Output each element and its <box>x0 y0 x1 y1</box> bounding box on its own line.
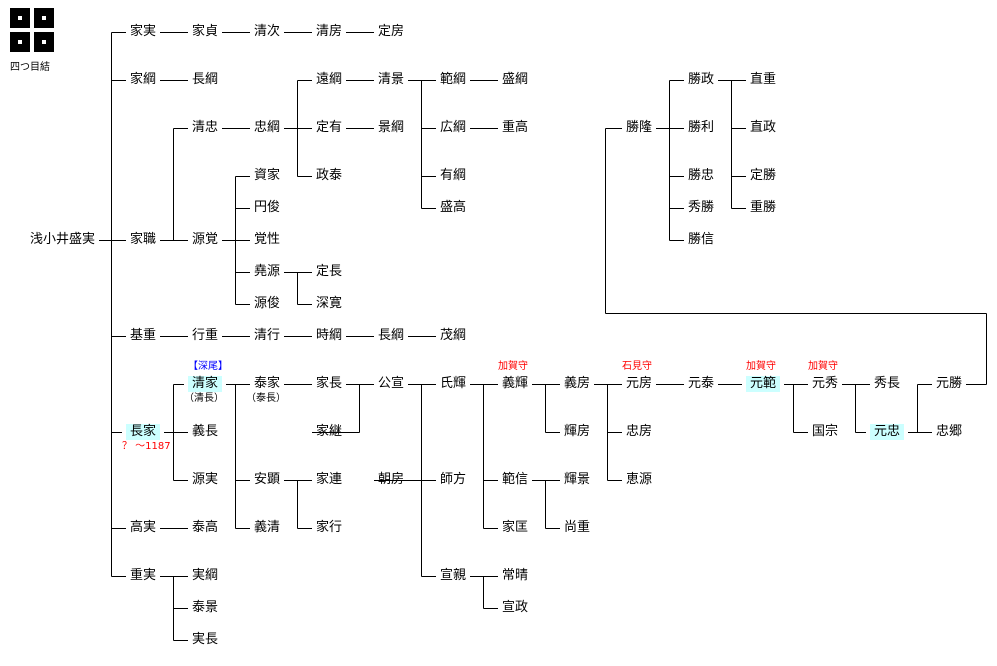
person-node[interactable]: 国宗 <box>812 424 839 439</box>
person-node[interactable]: 尚重 <box>564 520 591 535</box>
person-node[interactable]: 堯源 <box>254 264 281 279</box>
person-node[interactable]: 家行 <box>316 520 343 535</box>
crest-icon <box>10 8 54 52</box>
person-node[interactable]: 高実 <box>130 520 157 535</box>
person-node[interactable]: 朝房 <box>378 472 405 487</box>
person-node[interactable]: 勝利 <box>688 120 715 135</box>
person-node[interactable]: 有綱 <box>440 168 467 183</box>
person-node[interactable]: 源俊 <box>254 296 281 311</box>
person-node[interactable]: 基重 <box>130 328 157 343</box>
person-node[interactable]: 家連 <box>316 472 343 487</box>
person-node[interactable]: 範信 <box>502 472 529 487</box>
person-node[interactable]: 安顕 <box>254 472 281 487</box>
person-node[interactable]: 家実 <box>130 24 157 39</box>
title-annotation: 石見守 <box>622 361 652 372</box>
person-node[interactable]: 盛綱 <box>502 72 529 87</box>
person-node[interactable]: 長綱 <box>378 328 405 343</box>
person-node[interactable]: 定有 <box>316 120 343 135</box>
person-node[interactable]: 定勝 <box>750 168 777 183</box>
person-node[interactable]: 泰景 <box>192 600 219 615</box>
person-node[interactable]: 常晴 <box>502 568 529 583</box>
person-node[interactable]: 政泰 <box>316 168 343 183</box>
person-node[interactable]: 義長 <box>192 424 219 439</box>
person-node[interactable]: 泰高 <box>192 520 219 535</box>
person-node[interactable]: 清行 <box>254 328 281 343</box>
person-node[interactable]: 泰家 <box>254 376 281 391</box>
person-node[interactable]: 忠郷 <box>936 424 963 439</box>
name-annotation: ？ ～1187 <box>122 441 171 452</box>
person-node[interactable]: 師方 <box>440 472 467 487</box>
name-annotation: （清長） <box>184 393 224 404</box>
person-node[interactable]: 円俊 <box>254 200 281 215</box>
person-node[interactable]: 茂綱 <box>440 328 467 343</box>
person-node[interactable]: 家匡 <box>502 520 529 535</box>
person-node[interactable]: 忠房 <box>626 424 653 439</box>
person-node[interactable]: 清次 <box>254 24 281 39</box>
person-node[interactable]: 元房 <box>626 376 653 391</box>
person-node[interactable]: 家貞 <box>192 24 219 39</box>
person-node[interactable]: 公宣 <box>378 376 405 391</box>
person-node[interactable]: 輝景 <box>564 472 591 487</box>
person-node[interactable]: 覚性 <box>254 232 281 247</box>
person-node[interactable]: 義輝 <box>502 376 529 391</box>
person-node[interactable]: 景綱 <box>378 120 405 135</box>
person-node[interactable]: 秀勝 <box>688 200 715 215</box>
person-node[interactable]: 清忠 <box>192 120 219 135</box>
person-node[interactable]: 浅小井盛実 <box>30 232 96 247</box>
person-node[interactable]: 清景 <box>378 72 405 87</box>
person-node[interactable]: 行重 <box>192 328 219 343</box>
person-node[interactable]: 氏輝 <box>440 376 467 391</box>
person-node[interactable]: 重高 <box>502 120 529 135</box>
person-node[interactable]: 輝房 <box>564 424 591 439</box>
person-node[interactable]: 直政 <box>750 120 777 135</box>
person-node[interactable]: 時綱 <box>316 328 343 343</box>
person-node[interactable]: 清家 <box>188 376 223 392</box>
person-node[interactable]: 定房 <box>378 24 405 39</box>
person-node[interactable]: 実長 <box>192 632 219 647</box>
person-node[interactable]: 源実 <box>192 472 219 487</box>
person-node[interactable]: 家長 <box>316 376 343 391</box>
person-node[interactable]: 元泰 <box>688 376 715 391</box>
person-node[interactable]: 清房 <box>316 24 343 39</box>
person-node[interactable]: 恵源 <box>626 472 653 487</box>
crest-label: 四つ目結 <box>10 62 50 73</box>
person-node[interactable]: 長綱 <box>192 72 219 87</box>
person-node[interactable]: 家職 <box>130 232 157 247</box>
person-node[interactable]: 勝隆 <box>626 120 653 135</box>
title-annotation: 【深尾】 <box>188 361 228 372</box>
person-node[interactable]: 広綱 <box>440 120 467 135</box>
person-node[interactable]: 範綱 <box>440 72 467 87</box>
person-node[interactable]: 盛高 <box>440 200 467 215</box>
person-node[interactable]: 義房 <box>564 376 591 391</box>
title-annotation: 加賀守 <box>746 361 776 372</box>
person-node[interactable]: 遠綱 <box>316 72 343 87</box>
person-node[interactable]: 直重 <box>750 72 777 87</box>
person-node[interactable]: 秀長 <box>874 376 901 391</box>
person-node[interactable]: 元忠 <box>870 424 905 440</box>
person-node[interactable]: 資家 <box>254 168 281 183</box>
person-node[interactable]: 家綱 <box>130 72 157 87</box>
person-node[interactable]: 宣親 <box>440 568 467 583</box>
title-annotation: 加賀守 <box>498 361 528 372</box>
person-node[interactable]: 実綱 <box>192 568 219 583</box>
person-node[interactable]: 元秀 <box>812 376 839 391</box>
person-node[interactable]: 宣政 <box>502 600 529 615</box>
person-node[interactable]: 元範 <box>746 376 781 392</box>
person-node[interactable]: 重勝 <box>750 200 777 215</box>
title-annotation: 加賀守 <box>808 361 838 372</box>
name-annotation: （泰長） <box>246 393 286 404</box>
person-node[interactable]: 勝忠 <box>688 168 715 183</box>
person-node[interactable]: 勝政 <box>688 72 715 87</box>
person-node[interactable]: 忠綱 <box>254 120 281 135</box>
person-node[interactable]: 家継 <box>316 424 343 439</box>
person-node[interactable]: 元勝 <box>936 376 963 391</box>
person-node[interactable]: 源覚 <box>192 232 219 247</box>
person-node[interactable]: 勝信 <box>688 232 715 247</box>
person-node[interactable]: 定長 <box>316 264 343 279</box>
person-node[interactable]: 義清 <box>254 520 281 535</box>
person-node[interactable]: 長家 <box>126 424 161 440</box>
person-node[interactable]: 深寛 <box>316 296 343 311</box>
person-node[interactable]: 重実 <box>130 568 157 583</box>
